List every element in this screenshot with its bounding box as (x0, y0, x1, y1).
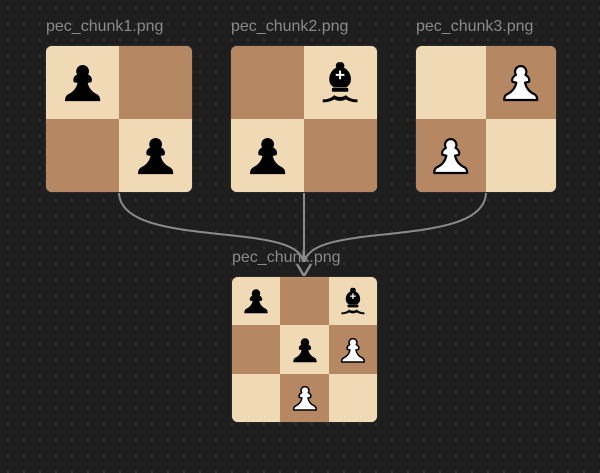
node-title: pec_chunk1.png (46, 18, 164, 35)
board-square (231, 46, 304, 119)
image-node-chunk2[interactable]: pec_chunk2.png (231, 18, 377, 192)
chess-board (232, 277, 377, 422)
board-square (416, 46, 486, 119)
board-square (280, 325, 329, 374)
board-square (280, 373, 329, 422)
node-title: pec_chunk.png (232, 249, 341, 266)
board-square (328, 373, 377, 422)
board-square (46, 119, 119, 192)
board-square (486, 119, 556, 192)
black-pawn-icon (119, 119, 192, 192)
black-pawn-icon (232, 277, 280, 325)
board-square (232, 325, 281, 374)
board-square (46, 46, 119, 119)
image-preview[interactable] (232, 277, 377, 422)
white-pawn-icon (486, 46, 556, 119)
board-square (231, 119, 304, 192)
board-square (328, 325, 377, 374)
board-square (119, 119, 192, 192)
board-square (416, 119, 486, 192)
image-preview[interactable] (231, 46, 377, 192)
black-pawn-icon (280, 325, 328, 373)
chess-board (416, 46, 556, 192)
white-pawn-icon (280, 374, 328, 422)
image-node-output[interactable]: pec_chunk.png (232, 249, 377, 422)
board-square (304, 46, 377, 119)
black-pawn-icon (231, 119, 304, 192)
black-pawn-icon (46, 46, 119, 119)
black-bishop-icon (329, 277, 377, 325)
node-title: pec_chunk3.png (416, 18, 534, 35)
image-node-chunk3[interactable]: pec_chunk3.png (416, 18, 556, 192)
white-pawn-icon (416, 119, 486, 192)
node-title: pec_chunk2.png (231, 18, 349, 35)
chess-board (231, 46, 377, 192)
board-square (486, 46, 556, 119)
image-preview[interactable] (416, 46, 556, 192)
board-square (328, 277, 377, 326)
image-node-chunk1[interactable]: pec_chunk1.png (46, 18, 192, 192)
board-square (280, 277, 329, 326)
chess-board (46, 46, 192, 192)
white-pawn-icon (329, 325, 377, 373)
board-square (304, 119, 377, 192)
board-square (232, 373, 281, 422)
board-square (232, 277, 281, 326)
image-preview[interactable] (46, 46, 192, 192)
board-square (119, 46, 192, 119)
black-bishop-icon (304, 46, 377, 119)
